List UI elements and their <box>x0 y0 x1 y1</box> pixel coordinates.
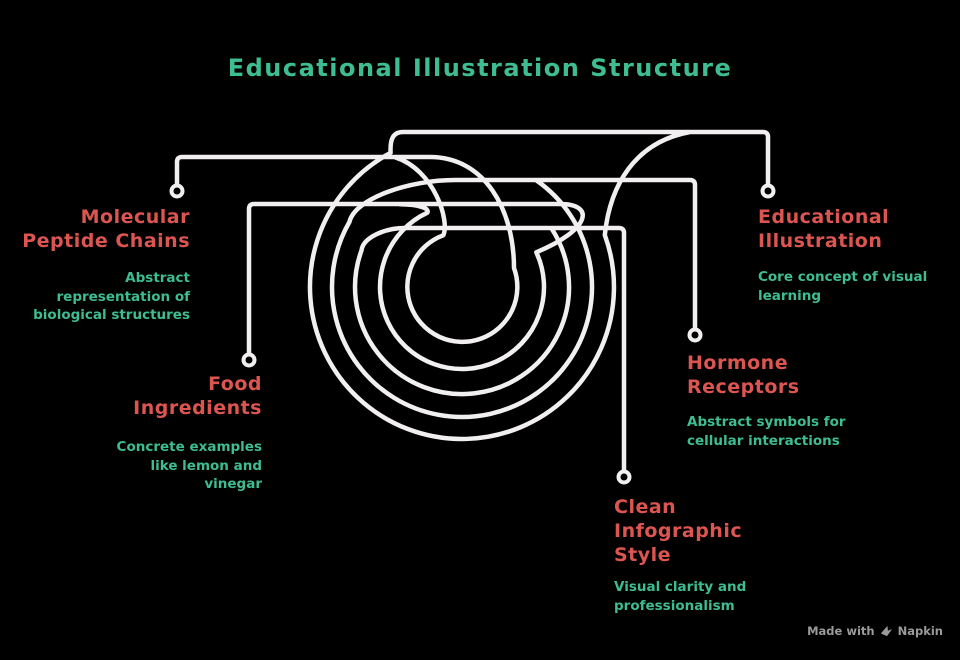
node-molecular-peptide-chains: Molecular Peptide Chains Abstract repres… <box>0 205 190 325</box>
thread-educational-illustration <box>307 129 771 442</box>
node-title-food-ingredients: Food Ingredients <box>133 373 262 419</box>
node-hormone-receptors: Hormone Receptors Abstract symbols for c… <box>687 351 922 450</box>
endpoint-hormone-receptors <box>687 327 703 343</box>
node-title-educational-illustration: Educational Illustration <box>758 206 890 252</box>
watermark: Made with Napkin <box>807 624 943 638</box>
endpoint-clean-infographic-style <box>616 469 632 485</box>
endpoint-educational-illustration <box>760 183 776 199</box>
thread-molecular-peptide-chains <box>174 154 520 345</box>
node-subtitle-clean-infographic-style: Visual clarity and professionalism <box>614 579 747 614</box>
watermark-brand-text: Napkin <box>897 624 943 638</box>
node-title-clean-infographic-style: Clean Infographic Style <box>614 496 743 566</box>
node-title-molecular-peptide-chains: Molecular Peptide Chains <box>22 206 190 252</box>
page-title: Educational Illustration Structure <box>227 54 733 82</box>
node-title-hormone-receptors: Hormone Receptors <box>687 352 800 398</box>
endpoint-food-ingredients <box>241 352 257 368</box>
node-subtitle-educational-illustration: Core concept of visual learning <box>758 269 928 304</box>
node-subtitle-food-ingredients: Concrete examples like lemon and vinegar <box>116 439 262 492</box>
endpoint-molecular-peptide-chains <box>169 183 185 199</box>
node-clean-infographic-style: Clean Infographic Style Visual clarity a… <box>614 495 839 615</box>
node-subtitle-hormone-receptors: Abstract symbols for cellular interactio… <box>687 414 846 449</box>
thread-hormone-receptors <box>329 177 698 420</box>
watermark-made-with-text: Made with <box>807 624 875 638</box>
thread-clean-infographic-style <box>352 225 627 473</box>
node-subtitle-molecular-peptide-chains: Abstract representation of biological st… <box>33 270 190 323</box>
node-food-ingredients: Food Ingredients Concrete examples like … <box>0 372 262 494</box>
node-educational-illustration: Educational Illustration Core concept of… <box>758 205 958 305</box>
napkin-logo-icon <box>880 625 892 636</box>
